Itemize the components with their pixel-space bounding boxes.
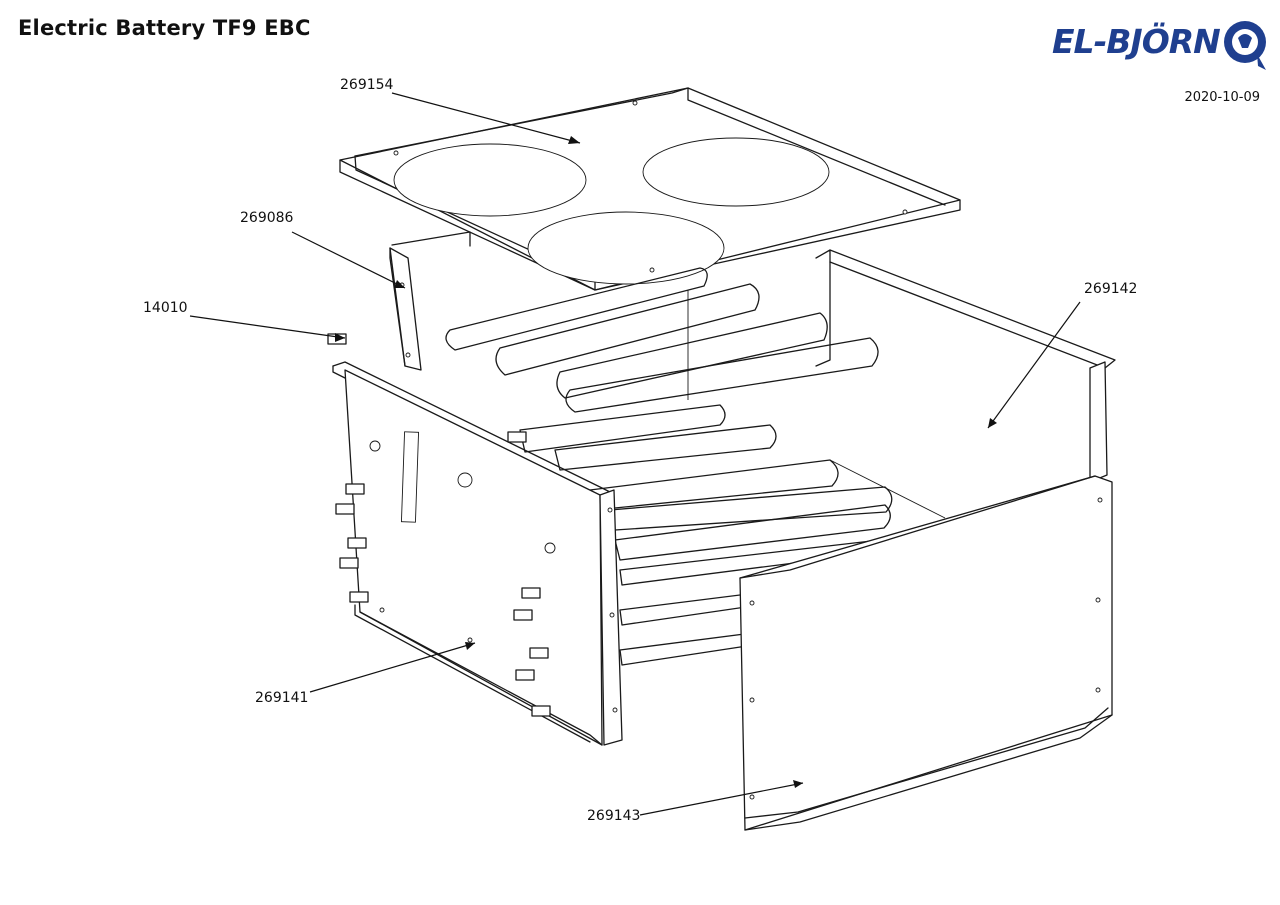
front-cover-panel xyxy=(739,475,1113,831)
right-side-panel xyxy=(829,361,1108,519)
callout-label-element: 14010 xyxy=(143,300,188,316)
callout-label-front-cover: 269143 xyxy=(587,808,641,824)
page-title: Electric Battery TF9 EBC xyxy=(18,16,311,40)
callout-label-left-side: 269141 xyxy=(255,690,309,706)
bracket xyxy=(389,247,422,371)
callout-label-top-plate: 269154 xyxy=(340,77,394,93)
callout-label-bracket: 269086 xyxy=(240,210,294,226)
back-frame xyxy=(391,231,1116,400)
logo-bear-icon xyxy=(1224,21,1266,70)
left-side-panel xyxy=(327,333,623,746)
top-plate xyxy=(339,87,961,291)
logo-wordmark: EL-BJÖRN xyxy=(1052,22,1221,61)
callout-label-right-side: 269142 xyxy=(1084,281,1138,297)
callout-leaders xyxy=(189,92,1081,816)
document-date: 2020-10-09 xyxy=(1184,90,1260,105)
el-bjorn-logo: EL-BJÖRN xyxy=(1052,14,1272,74)
